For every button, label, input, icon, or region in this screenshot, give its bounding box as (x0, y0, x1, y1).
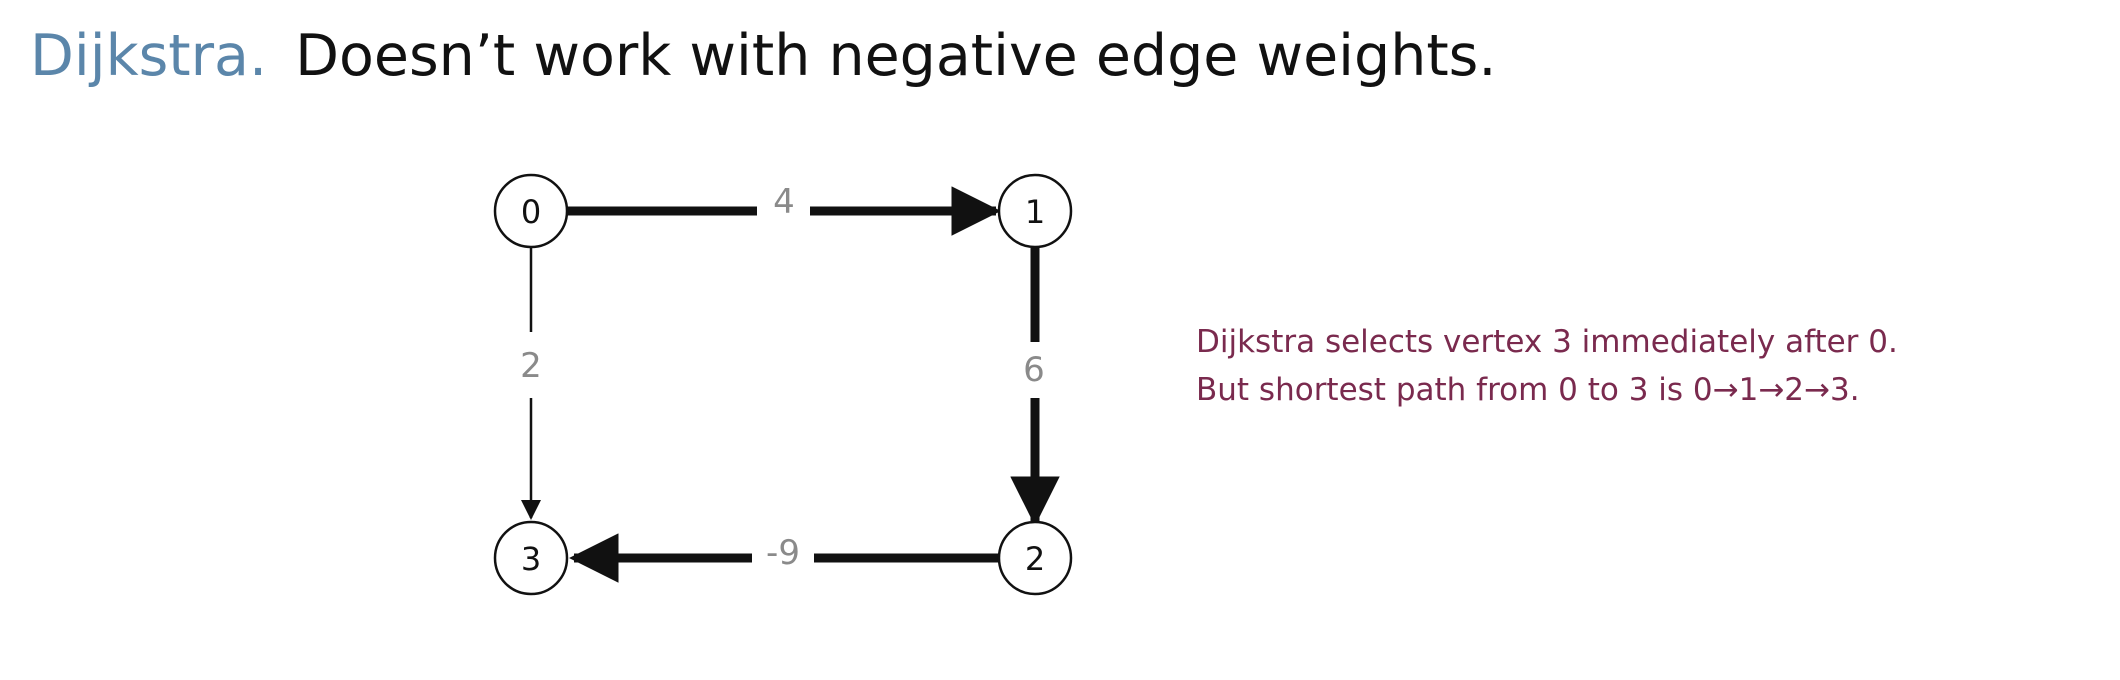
vertex-0-label: 0 (521, 193, 541, 231)
edge-1-2: 6 (1010, 248, 1060, 526)
edge-weight-1-2: 6 (1023, 350, 1045, 390)
title-keyword: Dijkstra. (30, 23, 268, 89)
vertex-1: 1 (997, 173, 1073, 249)
vertex-0-circle (493, 173, 569, 249)
vertex-3-circle (493, 520, 569, 596)
vertex-3: 3 (493, 520, 569, 596)
edge-0-3: 2 (520, 248, 542, 520)
edge-weight-0-1: 4 (773, 182, 795, 222)
vertex-2: 2 (997, 520, 1073, 596)
explanation-note: Dijkstra selects vertex 3 immediately af… (1196, 318, 1898, 414)
edge-2-3: -9 (569, 533, 998, 583)
edge-weight-0-3: 2 (520, 346, 542, 386)
vertex-1-circle (997, 173, 1073, 249)
slide-title: Dijkstra. Doesn’t work with negative edge… (30, 18, 1496, 94)
edge-weight-2-3: -9 (766, 533, 800, 573)
vertex-0: 0 (493, 173, 569, 249)
vertex-2-label: 2 (1025, 540, 1045, 578)
note-line-2: But shortest path from 0 to 3 is 0→1→2→3… (1196, 372, 1860, 408)
edge-0-1: 4 (564, 182, 1001, 236)
vertex-1-label: 1 (1025, 193, 1045, 231)
note-line-1: Dijkstra selects vertex 3 immediately af… (1196, 324, 1898, 360)
title-statement: Doesn’t work with negative edge weights. (295, 23, 1497, 89)
vertex-3-label: 3 (521, 540, 541, 578)
vertex-2-circle (997, 520, 1073, 596)
